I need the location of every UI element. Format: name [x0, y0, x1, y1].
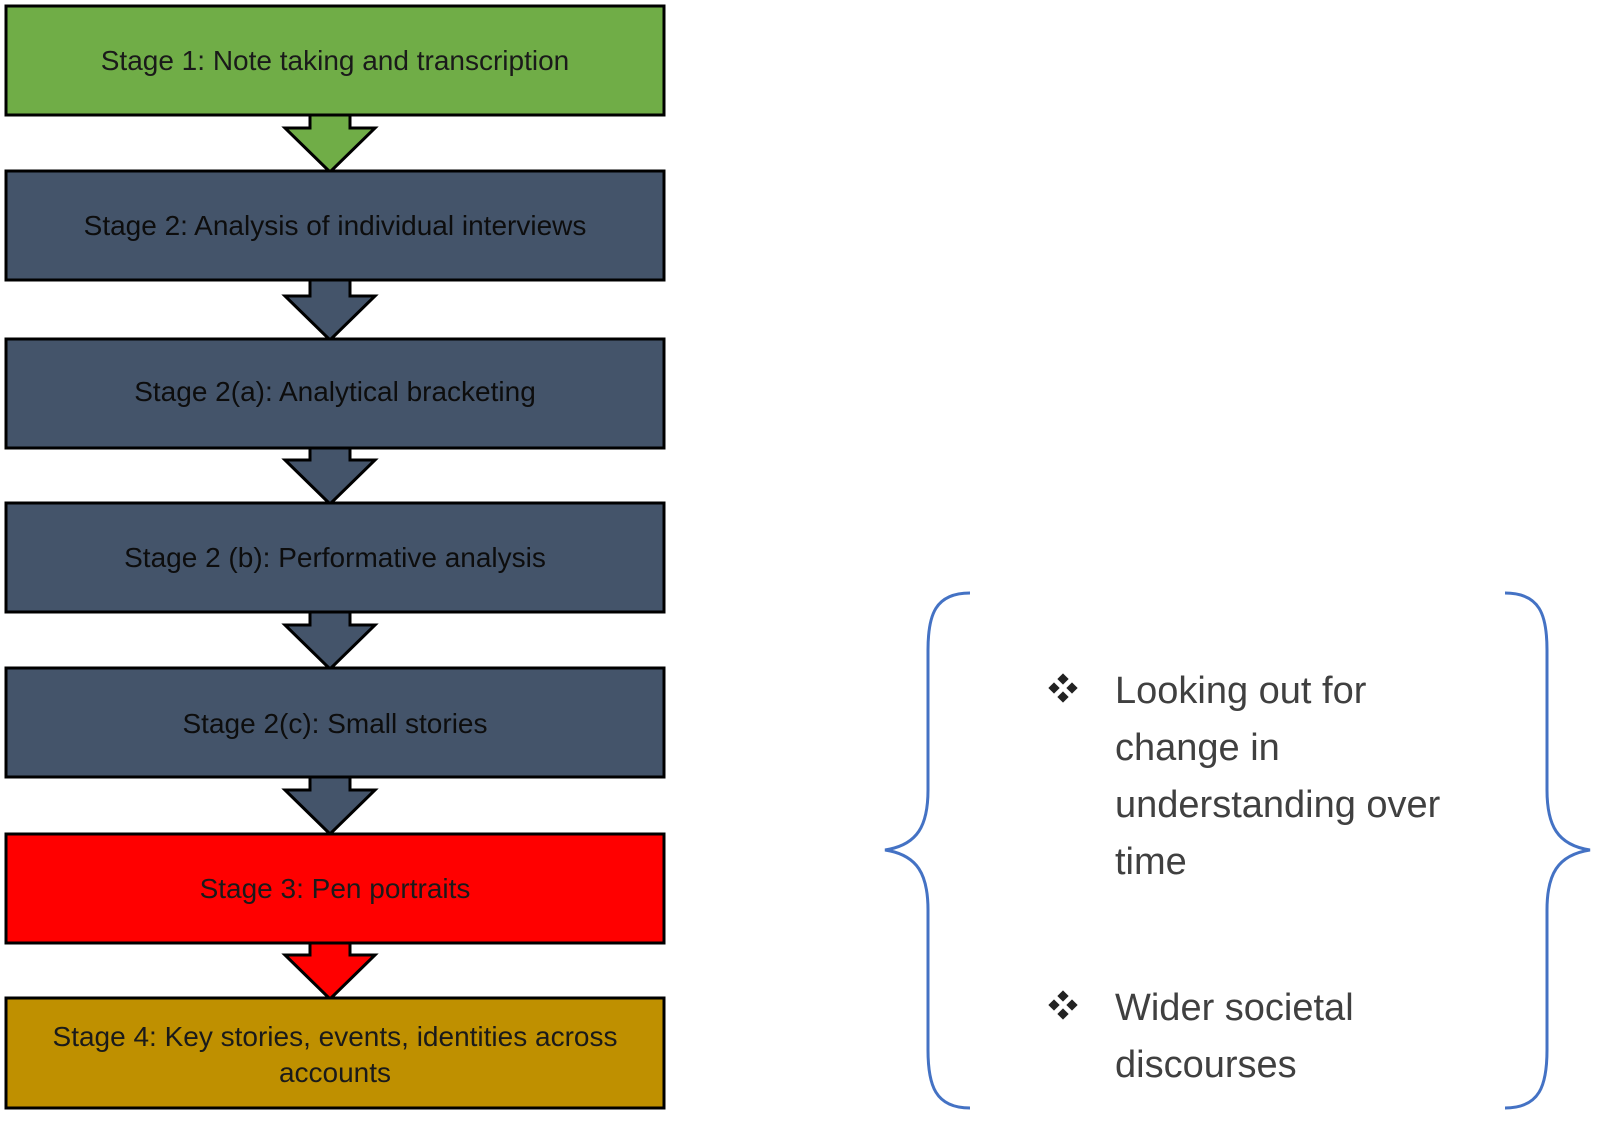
bullet-1-line-2: change in: [1115, 727, 1280, 769]
bullet-1-line-3: understanding over: [1115, 784, 1441, 826]
stage-2-label: Stage 2: Analysis of individual intervie…: [84, 210, 587, 241]
stage-2c-box: Stage 2(c): Small stories: [4, 666, 666, 779]
stage-4-label-line-1: Stage 4: Key stories, events, identities…: [53, 1021, 618, 1052]
stage-2c-label: Stage 2(c): Small stories: [183, 708, 488, 739]
stage-1-rect: [4, 4, 666, 117]
diamond-bullet-icon: [1048, 673, 1078, 703]
bullet-1-line-1: Looking out for: [1115, 670, 1367, 712]
stage-2b-box: Stage 2 (b): Performative analysis: [4, 501, 666, 614]
right-brace: [1504, 591, 1591, 1110]
stage-2b-rect: [4, 501, 666, 614]
stage-2-rect: [4, 169, 666, 282]
stage-2-box: Stage 2: Analysis of individual intervie…: [4, 169, 666, 282]
stage-2a-to-2b-arrow: [281, 443, 379, 507]
stage-2b-label: Stage 2 (b): Performative analysis: [124, 542, 546, 573]
stage-3-box: Stage 3: Pen portraits: [4, 832, 666, 945]
stage-2a-box: Stage 2(a): Analytical bracketing: [4, 337, 666, 450]
stage-3-to-4-arrow: [281, 938, 379, 1002]
diamond-bullet-icon: [1048, 990, 1078, 1020]
stage-1-label: Stage 1: Note taking and transcription: [101, 45, 570, 76]
stage-2c-rect: [4, 666, 666, 779]
bullet-item-2: Wider societal discourses: [1048, 987, 1354, 1086]
stage-2a-rect: [4, 337, 666, 450]
bullet-2-line-2: discourses: [1115, 1044, 1297, 1086]
left-brace: [884, 591, 971, 1110]
stage-2c-to-3-arrow: [281, 773, 379, 837]
stage-2-to-2a-arrow: [281, 278, 379, 343]
stage-2b-to-2c-arrow: [281, 608, 379, 672]
bullet-item-1: Looking out for change in understanding …: [1048, 670, 1441, 883]
stage-3-label: Stage 3: Pen portraits: [200, 873, 471, 904]
bullet-1-line-4: time: [1115, 841, 1187, 883]
stage-4-rect: [4, 996, 666, 1110]
stage-3-rect: [4, 832, 666, 945]
stage-1-box: Stage 1: Note taking and transcription: [4, 4, 666, 117]
stage-2a-label: Stage 2(a): Analytical bracketing: [134, 376, 536, 407]
stage-1-to-2-arrow: [281, 113, 379, 175]
bullet-2-line-1: Wider societal: [1115, 987, 1354, 1029]
stage-4-label-line-2: accounts: [279, 1057, 391, 1088]
stage-4-box: Stage 4: Key stories, events, identities…: [4, 996, 666, 1110]
